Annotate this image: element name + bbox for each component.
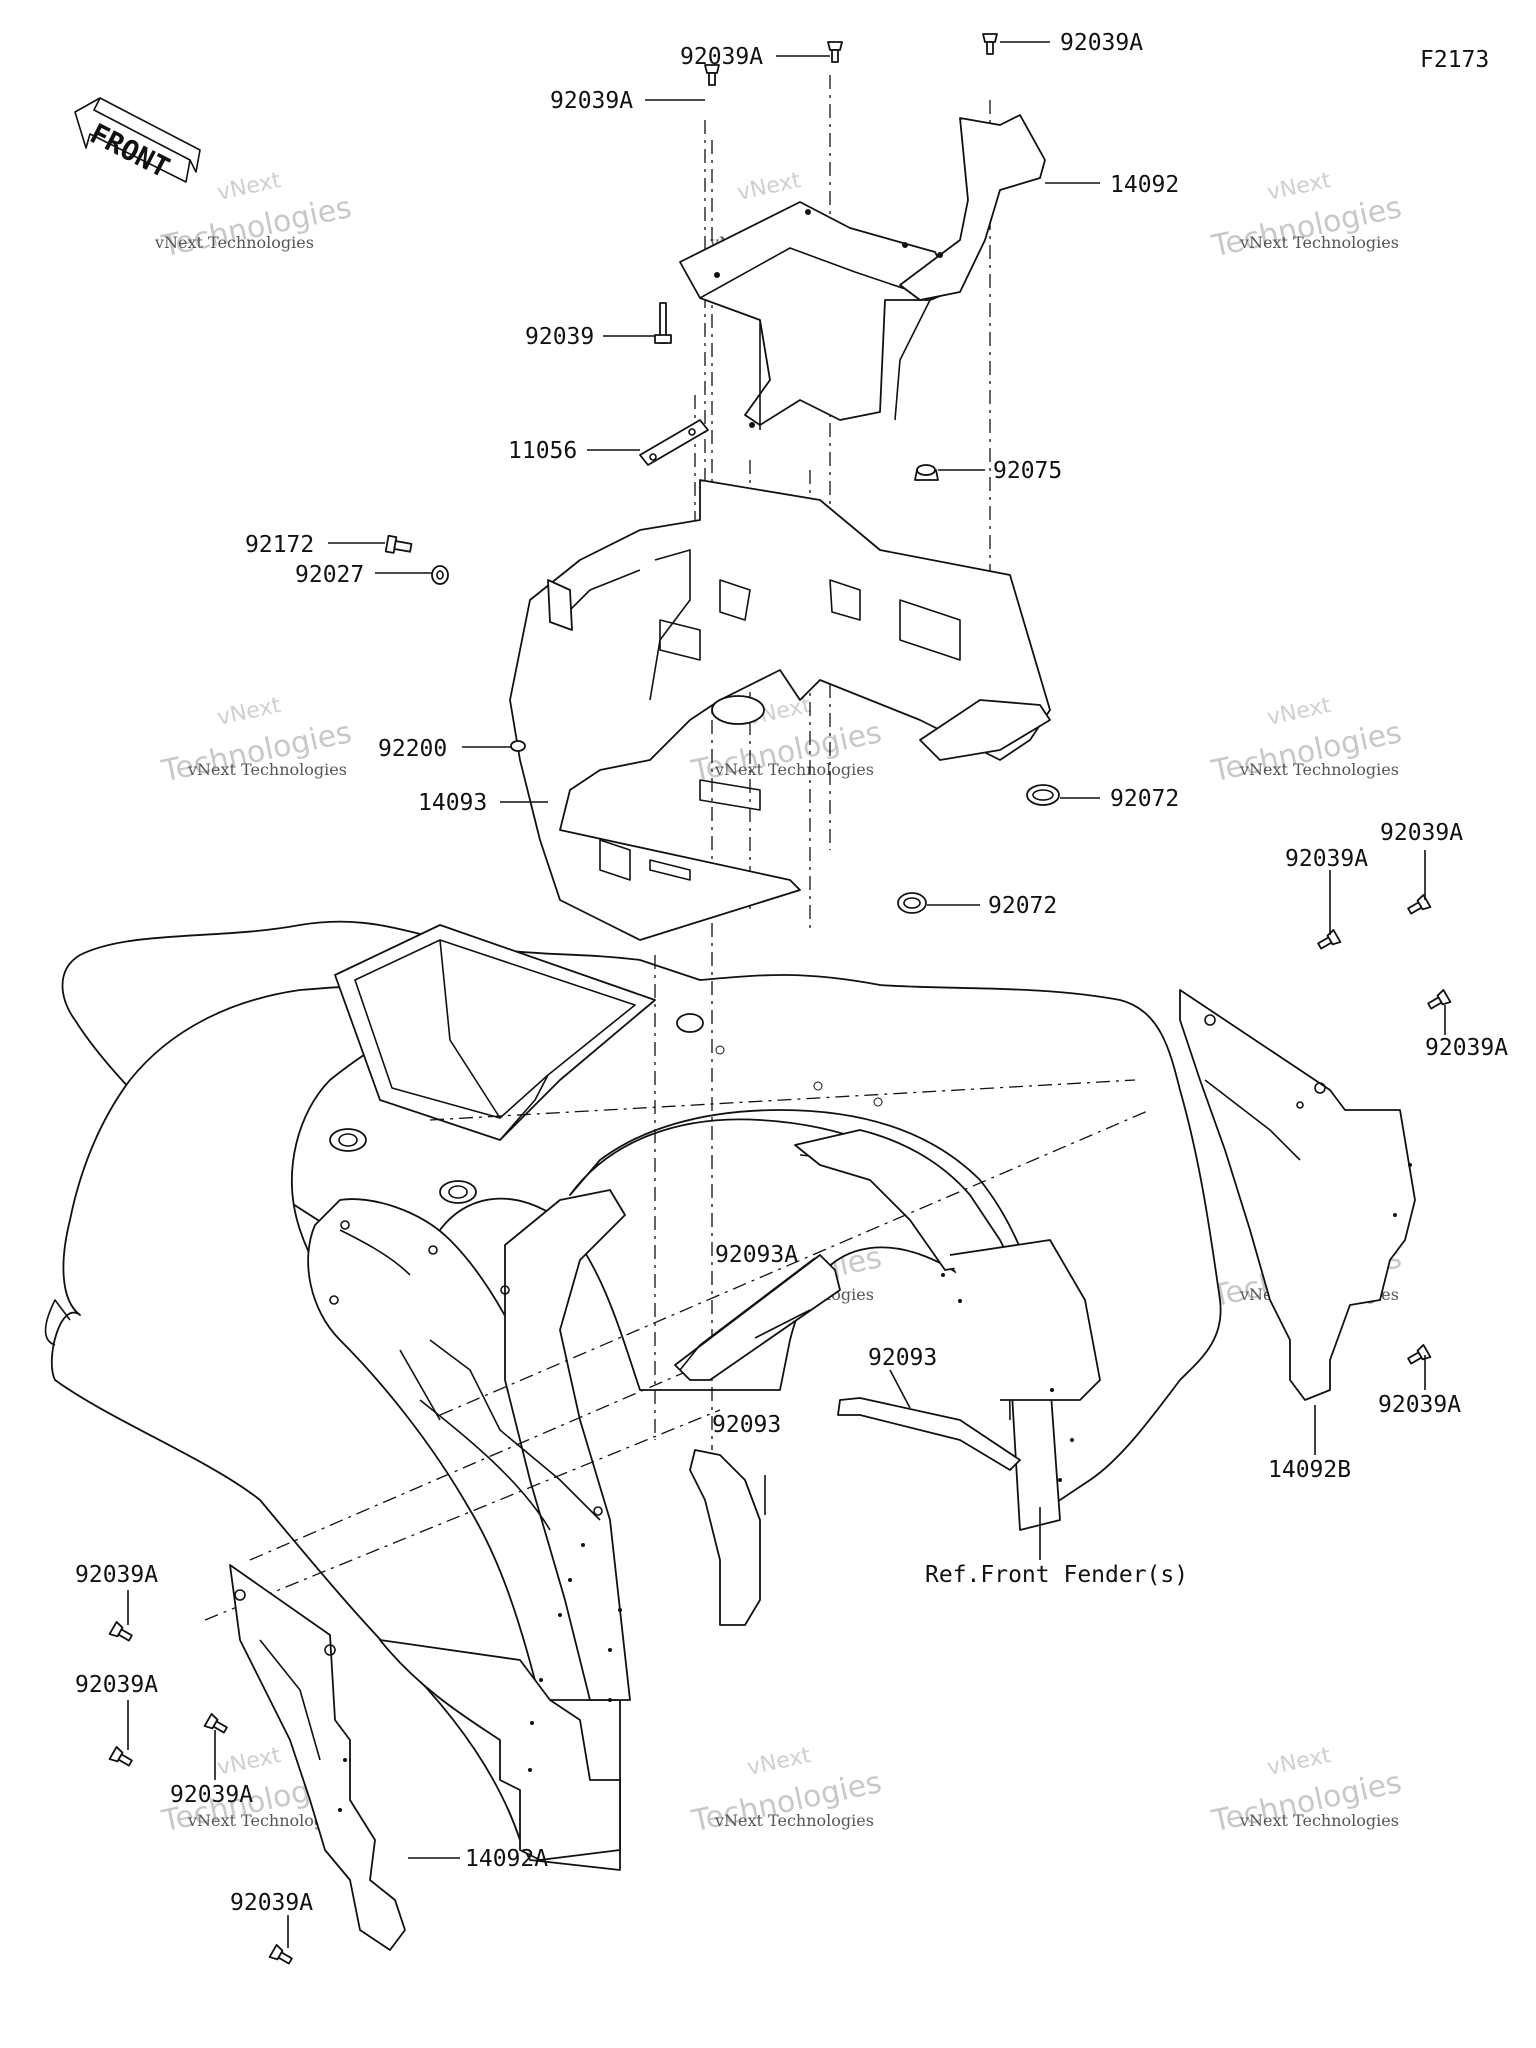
part-label: 14092	[1110, 172, 1179, 198]
watermark-text: vNext Technologies	[1239, 1811, 1399, 1830]
part-label: 92039A	[1285, 846, 1368, 872]
watermark-text: vNext	[1265, 168, 1333, 206]
part-label: 14093	[418, 790, 487, 816]
diagram-code: F2173	[1420, 47, 1489, 73]
watermark-text: vNext Technologies	[1239, 760, 1399, 779]
watermark-text: vNext	[745, 1743, 813, 1781]
part-label: 92075	[993, 458, 1062, 484]
part-label: 92039A	[1378, 1392, 1461, 1418]
part-label: 92093	[712, 1412, 781, 1438]
part-92093-strip	[837, 1397, 1021, 1471]
part-label: 92039A	[75, 1562, 158, 1588]
part-label: 92093	[868, 1345, 937, 1371]
part-label: 92072	[1110, 786, 1179, 812]
part-14092-housing	[679, 114, 1046, 430]
watermark-text: vNext	[1265, 693, 1333, 731]
part-label: 92172	[245, 532, 314, 558]
part-14093-tray	[509, 479, 1051, 941]
front-direction-arrow-icon: FRONT	[74, 97, 201, 185]
part-label: 92093A	[715, 1242, 798, 1268]
part-label: 92039A	[1425, 1035, 1508, 1061]
part-11056-bracket	[639, 419, 709, 466]
part-14092A-flap	[229, 1564, 406, 1951]
watermark-text: vNext	[1265, 1743, 1333, 1781]
watermark-text: vNext Technologies	[1239, 233, 1399, 252]
part-92093-strip	[689, 1449, 761, 1626]
part-14092B-flap	[1179, 989, 1416, 1401]
watermark-text: vNext Technologies	[187, 1811, 347, 1830]
watermark-text: vNext Technologies	[154, 233, 314, 252]
watermark-text: vNext Technologies	[714, 1811, 874, 1830]
watermark-text: vNext	[215, 693, 283, 731]
fastener-icons	[108, 33, 1452, 1965]
fender-mount-holes	[528, 1045, 1074, 1772]
part-label: 92200	[378, 736, 447, 762]
part-label: 92039A	[230, 1890, 313, 1916]
part-label: 92039A	[170, 1782, 253, 1808]
part-labels: 92039A 92039A 92039A 14092 92039 11056 9…	[75, 30, 1508, 1916]
reference-note: Ref.Front Fender(s)	[925, 1562, 1188, 1588]
front-fender-body	[44, 920, 1222, 1871]
part-92093A-pad	[674, 1254, 841, 1381]
watermark-text: vNext	[735, 168, 803, 206]
part-label: 92072	[988, 893, 1057, 919]
watermark-text: vNext	[215, 168, 283, 206]
part-label: 11056	[508, 438, 577, 464]
part-label: 14092B	[1268, 1457, 1351, 1483]
watermark-text: vNext Technologies	[714, 760, 874, 779]
part-label: 92039A	[75, 1672, 158, 1698]
leader-lines	[127, 41, 1446, 1948]
front-label: FRONT	[85, 117, 175, 185]
watermark-text: Technologies	[158, 190, 355, 265]
watermark-text: Technologies	[1208, 190, 1405, 265]
part-label: 14092A	[465, 1846, 548, 1872]
part-label: 92039	[525, 324, 594, 350]
watermark-text: vNext Technologies	[187, 760, 347, 779]
part-label: 92039A	[1060, 30, 1143, 56]
part-label: 92039A	[550, 88, 633, 114]
part-label: 92027	[295, 562, 364, 588]
part-label: 92039A	[680, 44, 763, 70]
watermark-text: vNext	[215, 1743, 283, 1781]
part-92039-bolt-icon	[654, 302, 672, 344]
part-label: 92039A	[1380, 820, 1463, 846]
